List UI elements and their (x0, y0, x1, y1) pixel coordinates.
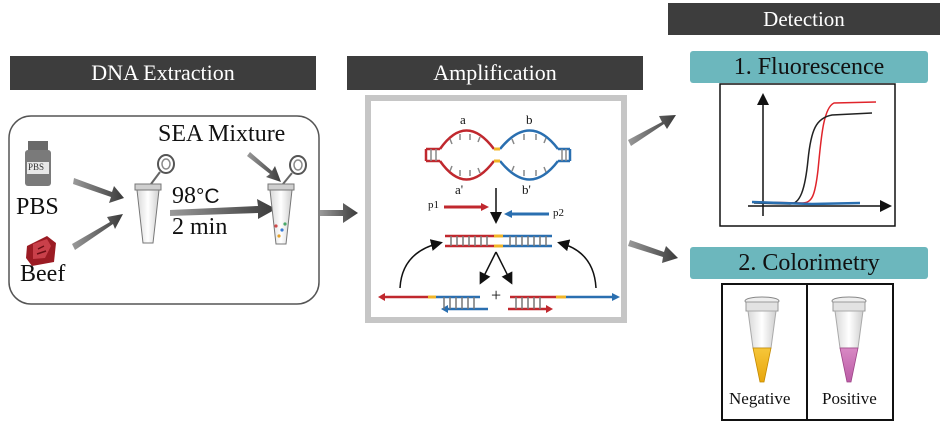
beef-arrow-icon (72, 214, 123, 250)
split-right-arrow-icon (495, 251, 513, 285)
pbs-label: PBS (16, 194, 59, 220)
to-amplification-arrow-icon (320, 203, 358, 223)
temperature-label: 98°C (172, 183, 220, 210)
blue-baseline-curve (751, 200, 861, 206)
dna-extraction-header: DNA Extraction (10, 56, 316, 90)
amplification-header: Amplification (347, 56, 643, 90)
red-amplification-curve (753, 101, 877, 204)
primer-p2-label: p2 (553, 207, 564, 219)
to-colorimetry-arrow-icon (628, 240, 678, 263)
negative-label: Negative (729, 389, 791, 408)
extraction-panel (8, 115, 320, 305)
sea-mixture-label: SEA Mixture (158, 121, 286, 147)
strand-b-prime-label: b' (522, 182, 531, 197)
dna-duplex (445, 234, 552, 248)
strand-a-label: a (460, 112, 466, 127)
beef-label: Beef (20, 261, 66, 287)
fluorescence-badge: 1. Fluorescence (690, 51, 928, 83)
primer-p1 (444, 203, 489, 211)
positive-tube-icon (831, 296, 867, 383)
black-amplification-curve (753, 112, 873, 205)
mixture-tube-icon (267, 155, 307, 245)
temperature-value: 98 (172, 183, 196, 209)
cycle-right-arrow-icon (557, 239, 597, 289)
to-fluorescence-arrow-icon (628, 115, 676, 146)
cycle-left-arrow-icon (399, 239, 443, 289)
sample-tube-icon (134, 154, 175, 244)
positive-label: Positive (822, 389, 877, 408)
dna-bubble-structure (424, 129, 572, 181)
duration-label: 2 min (172, 214, 228, 240)
product-left (378, 293, 488, 313)
strand-b-label: b (526, 112, 533, 127)
detection-header: Detection (668, 3, 940, 35)
product-right (508, 293, 620, 313)
pbs-arrow-icon (73, 178, 124, 203)
heat-arrow-icon (170, 199, 276, 219)
temperature-unit: °C (196, 185, 220, 208)
pbs-bottle-label: PBS (28, 162, 45, 172)
strand-a-prime-label: a' (455, 182, 464, 197)
mixture-pointer-icon (247, 152, 281, 182)
primer-p1-label: p1 (428, 199, 439, 211)
primer-p2 (504, 210, 549, 218)
colorimetry-badge: 2. Colorimetry (690, 247, 928, 279)
pbs-bottle-icon (25, 141, 51, 186)
negative-tube-icon (744, 296, 780, 383)
plus-sign: + (491, 285, 502, 305)
split-left-arrow-icon (479, 251, 497, 285)
beef-icon (26, 236, 56, 266)
